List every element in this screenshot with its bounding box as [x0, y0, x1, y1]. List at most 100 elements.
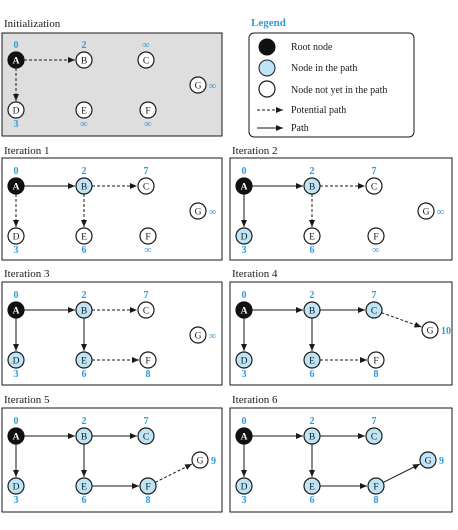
node-label-d: D [13, 107, 20, 117]
node-circle-b [75, 177, 93, 195]
distance-label-e: 6 [310, 245, 315, 256]
distance-label-d: 3 [242, 245, 247, 256]
panel-frame-iteration-6 [229, 407, 453, 513]
node-label-d: D [13, 483, 20, 493]
node-circle-e [75, 477, 93, 495]
distance-label-f: 8 [146, 369, 151, 380]
node-g: G∞ [189, 76, 216, 94]
node-label-b: B [81, 433, 87, 443]
graph-panels: A0B2C∞D3E∞F∞G∞A0B2C7D3E6F∞G∞A0B2C7D3E6F∞… [7, 40, 451, 506]
node-circle-f [139, 477, 157, 495]
node-b: B2 [303, 290, 321, 319]
node-f: F8 [139, 351, 157, 380]
node-circle-b [75, 51, 93, 69]
node-label-a: A [241, 307, 248, 317]
node-label-g: G [197, 457, 204, 467]
node-d: D3 [7, 351, 25, 380]
distance-label-g: ∞ [209, 207, 216, 218]
node-label-b: B [81, 307, 87, 317]
node-label-f: F [373, 483, 378, 493]
panel-title-iteration-4: Iteration 4 [232, 268, 278, 280]
node-circle-a [235, 301, 253, 319]
node-e: E6 [303, 477, 321, 506]
distance-label-f: 8 [374, 495, 379, 506]
legend-label-node-in-path: Node in the path [291, 63, 357, 74]
node-circle-f [367, 227, 385, 245]
distance-label-a: 0 [242, 416, 247, 427]
node-circle-d [235, 351, 253, 369]
node-c: C7 [365, 416, 383, 445]
node-label-c: C [371, 307, 377, 317]
legend-label-root-node: Root node [291, 42, 333, 53]
distance-label-b: 2 [82, 166, 87, 177]
distance-label-e: 6 [82, 369, 87, 380]
node-circle-c [137, 301, 155, 319]
node-e: E∞ [75, 101, 93, 130]
node-g: G∞ [189, 326, 216, 344]
legend: Legend Root node Node in the path Node n… [248, 17, 415, 138]
distance-label-e: 6 [82, 495, 87, 506]
node-label-c: C [143, 57, 149, 67]
node-circle-f [139, 101, 157, 119]
node-label-e: E [81, 107, 87, 117]
node-label-f: F [145, 233, 150, 243]
node-label-a: A [13, 57, 20, 67]
node-label-c: C [371, 183, 377, 193]
node-label-f: F [373, 233, 378, 243]
node-circle-e [75, 227, 93, 245]
node-circle-g [189, 76, 207, 94]
node-circle-c [137, 427, 155, 445]
node-circle-d [7, 227, 25, 245]
distance-label-b: 2 [310, 416, 315, 427]
edge-f-g-potential [154, 463, 193, 483]
distance-label-d: 3 [14, 119, 19, 130]
legend-path-node-swatch [258, 59, 276, 77]
node-label-e: E [81, 233, 87, 243]
distance-label-e: 6 [82, 245, 87, 256]
node-circle-c [365, 301, 383, 319]
node-c: C7 [137, 166, 155, 195]
node-label-b: B [81, 57, 87, 67]
node-d: D3 [7, 101, 25, 130]
panel-title-iteration-5: Iteration 5 [4, 394, 50, 406]
node-circle-b [75, 427, 93, 445]
node-circle-g [189, 326, 207, 344]
node-b: B2 [75, 416, 93, 445]
panel-title-iteration-3: Iteration 3 [4, 268, 50, 280]
panel-title-iteration-6: Iteration 6 [232, 394, 278, 406]
node-a: A0 [235, 166, 253, 195]
node-c: C7 [365, 166, 383, 195]
panel-frame-iteration-4 [229, 281, 453, 386]
node-label-g: G [423, 208, 430, 218]
node-circle-b [303, 301, 321, 319]
node-label-f: F [145, 357, 150, 367]
distance-label-g: 9 [211, 456, 216, 467]
node-a: A0 [7, 290, 25, 319]
node-circle-e [75, 101, 93, 119]
node-label-e: E [309, 233, 315, 243]
node-label-b: B [309, 433, 315, 443]
node-circle-a [235, 177, 253, 195]
node-circle-g [421, 321, 439, 339]
panel-title-iteration-1: Iteration 1 [4, 145, 50, 157]
node-label-e: E [81, 483, 87, 493]
node-a: A0 [7, 166, 25, 195]
distance-label-d: 3 [14, 245, 19, 256]
node-c: C7 [365, 290, 383, 319]
node-circle-e [303, 351, 321, 369]
node-a: A0 [7, 416, 25, 445]
node-circle-c [365, 427, 383, 445]
node-label-b: B [309, 183, 315, 193]
node-f: F∞ [139, 227, 157, 256]
node-circle-e [303, 227, 321, 245]
node-label-g: G [195, 82, 202, 92]
node-label-a: A [13, 433, 20, 443]
panel-frame-iteration-1 [1, 157, 223, 261]
legend-box [248, 32, 415, 138]
distance-label-g: 10 [441, 326, 451, 337]
